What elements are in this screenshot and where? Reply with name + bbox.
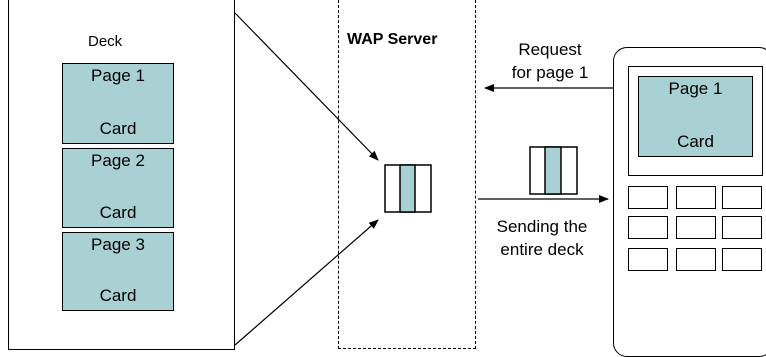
deck-card-1: Page 1 Card — [62, 63, 174, 144]
keypad-key — [676, 186, 716, 209]
keypad-key — [676, 248, 716, 271]
deck-title: Deck — [88, 33, 123, 50]
card-label: Card — [677, 132, 714, 151]
card-page-label: Page 1 — [91, 66, 145, 85]
keypad-key — [722, 248, 762, 271]
deck-card-3: Page 3 Card — [62, 232, 174, 311]
keypad-key — [722, 216, 762, 239]
keypad-key — [628, 248, 668, 271]
card-page-label: Page 2 — [91, 151, 145, 170]
card-page-label: Page 1 — [668, 79, 723, 98]
keypad-key — [676, 216, 716, 239]
card-page-label: Page 3 — [91, 235, 145, 254]
keypad-key — [628, 216, 668, 239]
wap-server-title: WAP Server — [347, 31, 438, 48]
keypad-key — [722, 186, 762, 209]
compact-deck-icon-server — [384, 164, 432, 213]
diagram-connectors — [234, 12, 613, 346]
device-card: Page 1 Card — [638, 76, 753, 157]
sending-label: Sending the entire deck — [496, 217, 588, 259]
keypad-key — [628, 186, 668, 209]
zoom-line-bottom — [234, 219, 379, 346]
zoom-line-top — [234, 12, 379, 161]
compact-deck-icon-transit — [529, 146, 578, 195]
card-label: Card — [99, 203, 137, 222]
request-label: Request for page 1 — [511, 40, 589, 82]
card-label: Card — [99, 119, 137, 138]
deck-card-2: Page 2 Card — [62, 148, 174, 228]
card-label: Card — [99, 286, 137, 305]
